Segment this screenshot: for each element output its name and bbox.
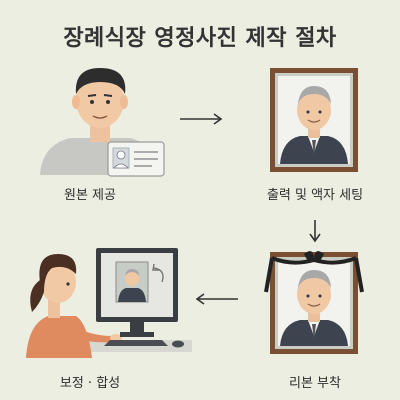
- redo-arrow-icon: [153, 267, 164, 283]
- step-ribbon-attach: [264, 251, 364, 356]
- step-retouch-composite: [22, 240, 192, 360]
- step-label: 리본 부착: [289, 376, 341, 391]
- step-label: 보정 · 합성: [59, 376, 121, 391]
- step-label: 원본 제공: [64, 188, 116, 203]
- step-label: 출력 및 액자 세팅: [266, 188, 364, 203]
- framed-portrait-illustration: [270, 68, 358, 172]
- woman-editing-photo-illustration: [26, 248, 192, 358]
- page-title: 장례식장 영정사진 제작 절차: [63, 26, 337, 51]
- id-card-icon: [107, 141, 165, 177]
- step-print-frame: [270, 68, 360, 174]
- arrow-right-icon: [180, 113, 223, 125]
- step-original-provide: [30, 60, 170, 180]
- black-ribbon-icon: [264, 251, 364, 293]
- person-with-photo-illustration: [40, 68, 165, 177]
- arrow-down-icon: [309, 220, 321, 243]
- arrow-left-icon: [195, 293, 238, 305]
- ribbon-portrait-illustration: [264, 251, 364, 354]
